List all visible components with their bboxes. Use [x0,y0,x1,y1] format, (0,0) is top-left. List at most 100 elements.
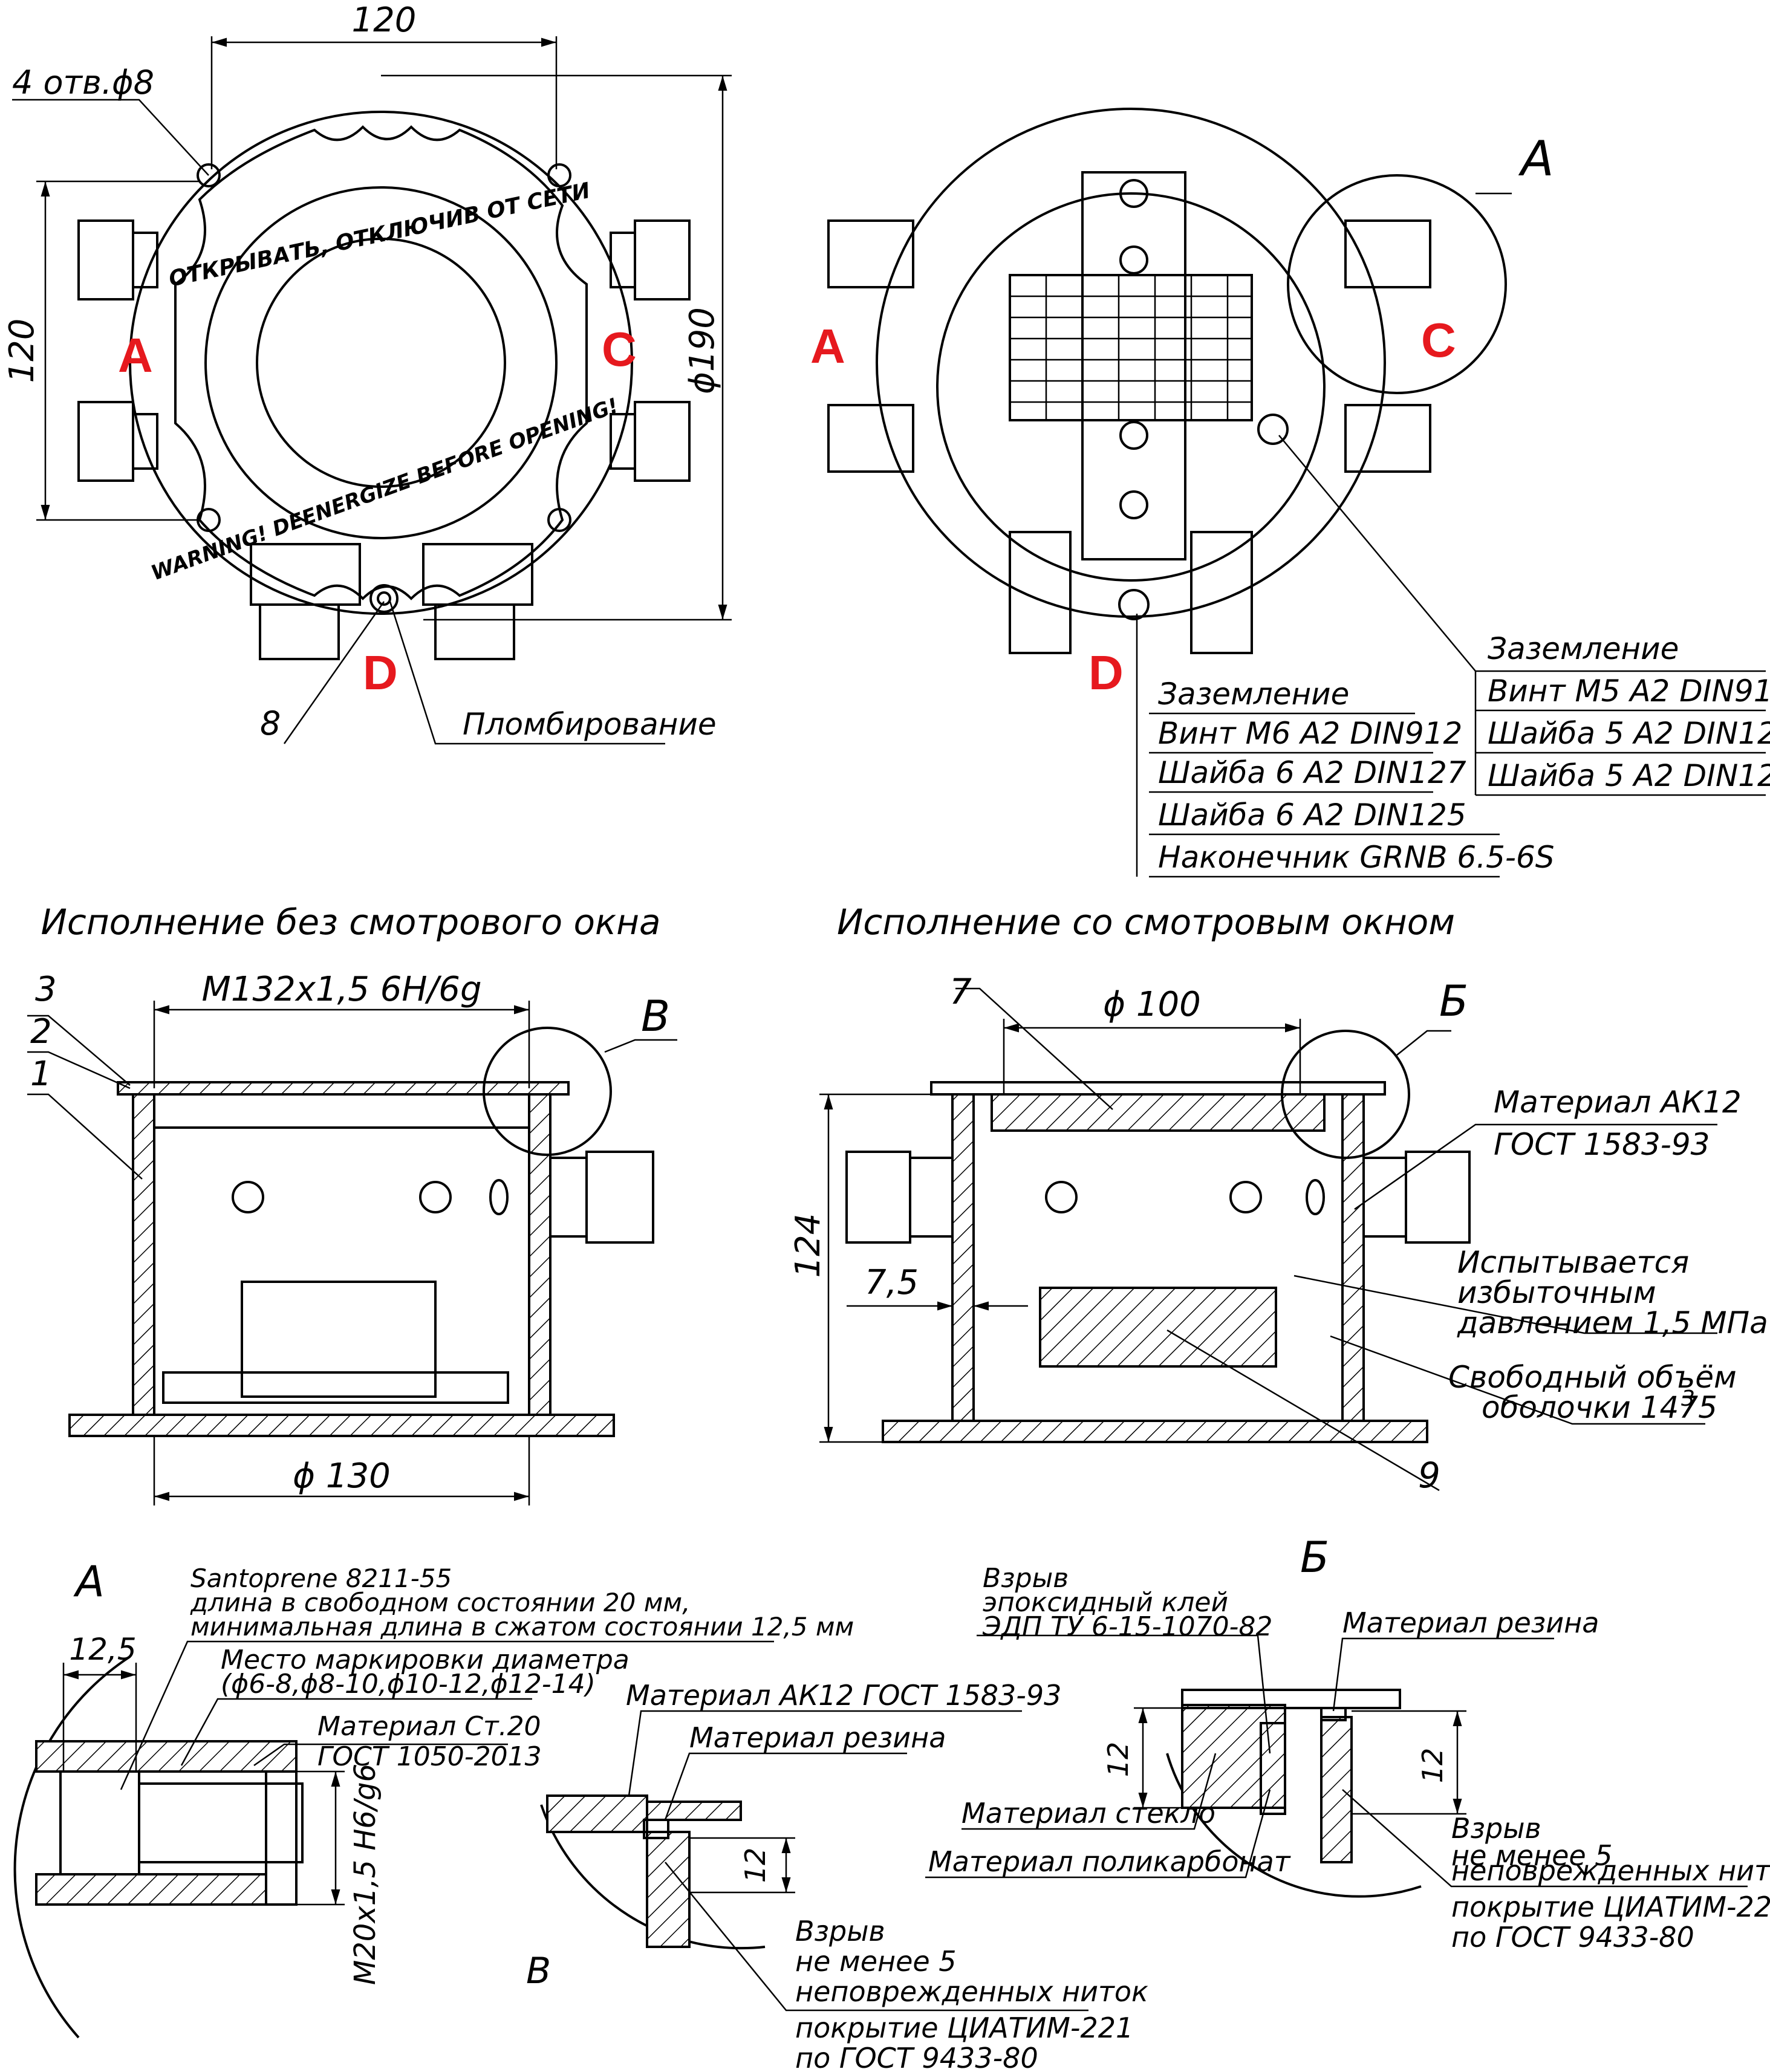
callout-8: 8 [260,704,281,742]
v-coating-1: покрытие ЦИАТИМ-221 [795,2012,1133,2044]
v-explosion-1: Взрыв [795,1915,885,1947]
detail-a-label: A [1518,131,1554,187]
thread-vertical: М20х1,5 Н6/g6 [348,1764,382,1985]
detail-a-arc [13,1655,131,2039]
section-left-title: Исполнение без смотрового окна [41,901,660,943]
terminal-grid [1010,275,1252,420]
cover-thread-zone [153,1093,530,1129]
b-explosion-top-3: ЭДП ТУ 6-15-1070-82 [982,1611,1272,1642]
marker-c-left: C [602,322,637,376]
housing-wall-right-r [1341,1093,1365,1422]
side-gland-left-r [909,1157,954,1238]
pos-7: 7 [949,971,972,1012]
b-cover [1181,1689,1401,1709]
ground-right-screw: Винт М5 А2 DIN912 [1488,674,1770,709]
b-glass [1260,1722,1286,1815]
window-glass [991,1093,1326,1132]
housing-bottom-r [882,1420,1428,1443]
v-housing [646,1831,691,1948]
detail-b-title: Б [1300,1533,1329,1582]
marker-c-right: C [1421,313,1456,367]
mount-hole-br [547,508,571,532]
pos-2: 2 [30,1012,52,1051]
ground-right-washer1: Шайба 5 А2 DIN125 [1488,716,1770,751]
ground-bottom-washer1: Шайба 6 А2 DIN127 [1158,755,1466,790]
cable-glands-left [77,219,158,482]
volume-line1: Свободный объём [1448,1360,1737,1395]
ground-right-washer2: Шайба 5 А2 DIN127 [1488,758,1770,793]
seal-insert [59,1770,140,1876]
detail-a-title: А [73,1557,105,1606]
mount-hole-tl [197,163,221,187]
section-left [27,1001,677,1505]
v-explosion-2: не менее 5 [795,1945,957,1978]
v-cover-flange [646,1801,742,1821]
cover-right [930,1081,1386,1096]
ground-bottom-screw: Винт М6 А2 DIN912 [1158,716,1462,751]
seal-note-3: минимальная длина в сжатом состоянии 12,… [190,1612,854,1642]
cover-outline [174,125,588,600]
detail-v [540,1710,1088,2012]
v-cover [546,1794,648,1833]
marker-a-right: A [810,319,845,373]
din-rail [1081,171,1186,560]
b-material-pc: Материал поликарбонат [928,1845,1291,1878]
detail-a [13,1640,774,2039]
pos-9: 9 [1418,1455,1440,1496]
housing-wall-right [528,1093,551,1416]
pressure-line3: давлением 1,5 МПа [1457,1305,1768,1340]
detail-v-title: В [526,1950,551,1992]
v-material-rubber: Материал резина [689,1721,946,1754]
b-coating-1: покрытие ЦИАТИМ-221 [1451,1891,1770,1923]
top-right-view [827,108,1766,878]
housing-wall-left [132,1093,155,1416]
cavity-circle [936,192,1326,582]
cable-glands-right [610,219,691,482]
seal-note-2: длина в свободном состоянии 20 мм, [190,1588,690,1617]
fitting-tube [138,1782,304,1863]
detail-v-circle [483,1027,612,1156]
cover-text-ru: ОТКРЫВАТЬ, ОТКЛЮЧИВ ОТ СЕТИ [167,178,593,292]
ground-right-title: Заземление [1488,631,1679,666]
ground-bottom-title: Заземление [1158,677,1349,712]
b-dim-12-left: 12 [1102,1742,1134,1778]
b-explosion-2: не менее 5 [1451,1839,1613,1872]
section-right [819,987,1717,1492]
b-housing [1320,1716,1353,1863]
housing-bottom [68,1414,615,1437]
terminal-block [1009,274,1253,421]
section-right-title: Исполнение со смотровым окном [837,901,1455,943]
detail-a-circle [1287,174,1507,394]
side-gland [549,1157,588,1238]
flange-circle-right [876,108,1386,618]
ground-bottom-lug: Наконечник GRNB 6.5-6S [1158,840,1555,875]
b-material-rubber: Материал резина [1342,1606,1599,1639]
marker-d-right: D [1088,646,1124,700]
b-explosion-3: неповрежденных ниток [1451,1854,1770,1887]
b-coating-2: по ГОСТ 9433-80 [1451,1921,1694,1953]
dim-height-124: 124 [789,1213,828,1278]
v-coating-2: по ГОСТ 9433-80 [795,2042,1038,2072]
b-explosion-1: Взрыв [1451,1812,1541,1845]
terminal-section [1039,1287,1277,1368]
ground-bottom-washer2: Шайба 6 А2 DIN125 [1158,797,1466,833]
pressure-line1: Испытывается [1457,1245,1689,1280]
thread-dim: М132х1,5 6Н/6g [202,970,482,1009]
detail-b-label: Б [1439,976,1468,1026]
material-gost: ГОСТ 1583-93 [1494,1127,1710,1162]
ground-screw-right [1257,414,1289,445]
material-ak12: Материал АК12 [1494,1085,1742,1120]
detail-b-view [925,1634,1748,1898]
steel-note-2: ГОСТ 1050-2013 [317,1741,542,1772]
dim-offset-7-5: 7,5 [865,1263,919,1302]
right-glands [827,219,1431,654]
cover-window [256,238,506,488]
dim-height-120: 120 [2,319,42,383]
volume-line2: оболочки 1475 [1482,1390,1717,1425]
cable-glands-bottom [250,543,533,660]
holes-note: 4 отв.ϕ8 [12,63,154,102]
gland-body [35,1740,298,1773]
flange-circle [129,111,633,615]
v-explosion-3: неповрежденных ниток [795,1975,1148,2008]
